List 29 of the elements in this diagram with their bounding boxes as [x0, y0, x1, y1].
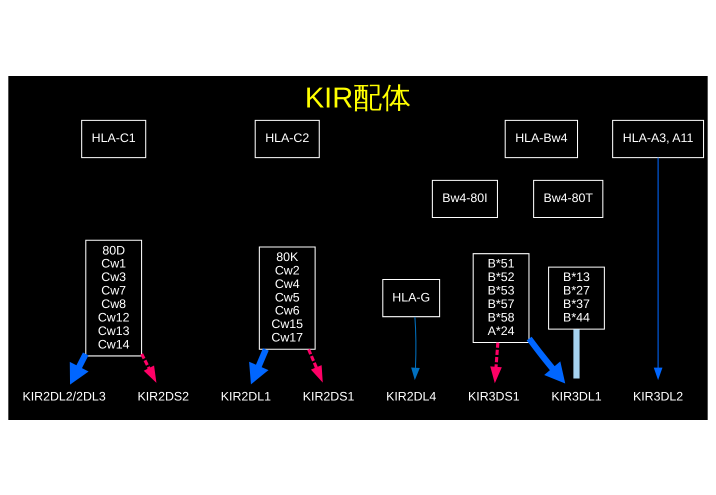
arrow — [526, 336, 566, 383]
node-box: HLA-G — [382, 278, 440, 317]
node-box: HLA-Bw4 — [504, 119, 578, 158]
node-text: KIR2DS1 — [302, 388, 354, 403]
node-text: KIR3DS1 — [468, 388, 520, 403]
connector — [573, 328, 580, 378]
node-text: KIR2DL2/2DL3 — [22, 388, 106, 403]
arrow — [490, 342, 502, 383]
node-text: KIR2DL1 — [220, 388, 272, 403]
node-box: B*13 B*27 B*37 B*44 — [548, 266, 605, 330]
node-box: HLA-A3, A11 — [612, 119, 704, 158]
arrow — [140, 352, 156, 382]
node-text: KIR3DL2 — [632, 388, 684, 403]
node-text: KIR2DS2 — [137, 388, 190, 403]
node-text: KIR3DL1 — [551, 388, 602, 403]
node-box: 80K Cw2 Cw4 Cw5 Cw6 Cw15 Cw17 — [258, 246, 316, 350]
node-box: HLA-C1 — [81, 119, 146, 158]
node-box: 80D Cw1 Cw3 Cw7 Cw8 Cw12 Cw13 Cw14 — [85, 239, 142, 356]
node-text: KIR2DL4 — [386, 388, 436, 403]
arrow — [70, 352, 89, 384]
arrow — [249, 348, 269, 384]
node-box: Bw4-80T — [533, 179, 604, 218]
node-box: HLA-C2 — [254, 119, 320, 158]
diagram-title: KIR配体 — [304, 82, 412, 114]
arrow — [307, 348, 323, 382]
arrow — [654, 157, 662, 380]
arrow — [411, 316, 420, 380]
node-box: Bw4-80I — [432, 179, 498, 218]
node-box: B*51 B*52 B*53 B*57 B*58 A*24 — [472, 252, 530, 343]
